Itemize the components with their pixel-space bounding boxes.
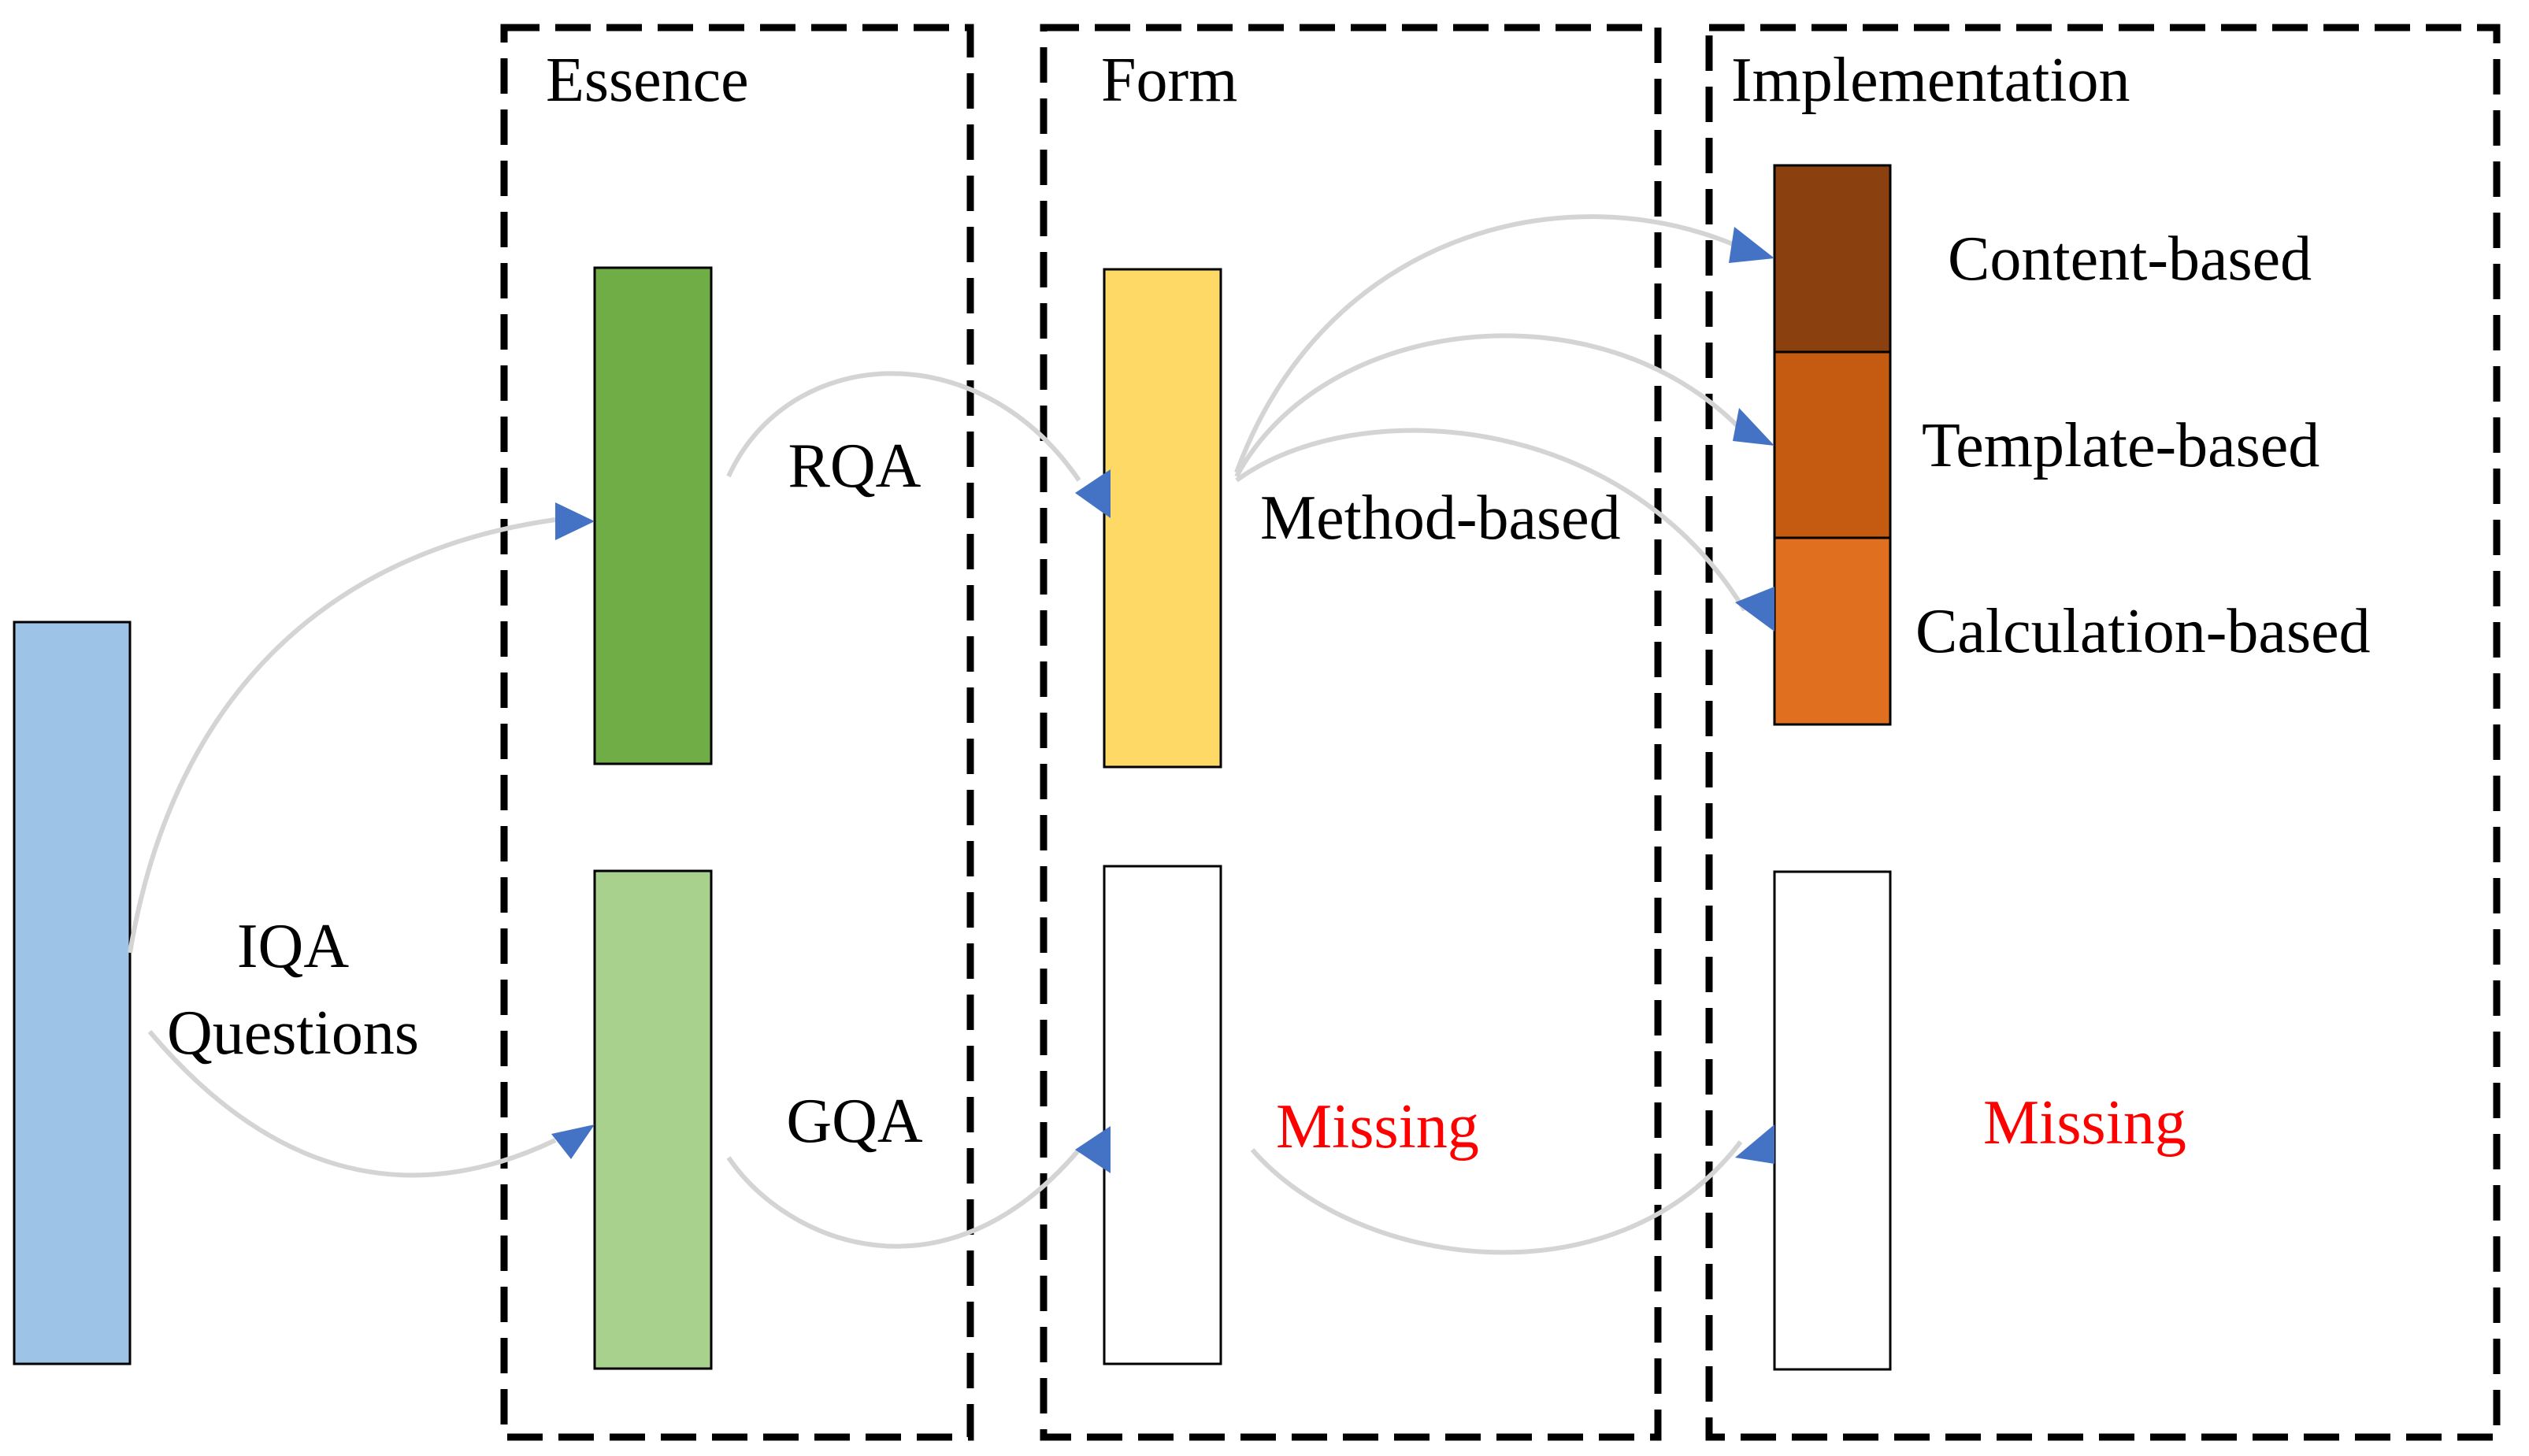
- form-panel: [1040, 24, 1662, 1441]
- implementation-panel: [1705, 24, 2501, 1441]
- iqa-label: IQA: [237, 912, 349, 981]
- calculation-based-bar: [1773, 536, 1892, 726]
- gqa-to-form-missing-connector: [726, 1148, 1081, 1249]
- form-missing-bar: [1103, 865, 1222, 1365]
- arrowhead-form-missing-icon: [1075, 1126, 1111, 1173]
- essence-title: Essence: [546, 46, 749, 115]
- implementation-missing-bar: [1773, 870, 1892, 1371]
- implementation-title: Implementation: [1731, 46, 2130, 115]
- gqa-bar: [593, 869, 713, 1370]
- iqa-to-gqa-connector: [147, 1030, 557, 1178]
- method-to-calculation-connector: [1235, 428, 1747, 612]
- arrowhead-method-icon: [1075, 469, 1111, 518]
- content-based-label: Content-based: [1948, 224, 2312, 294]
- questions-label: Questions: [167, 998, 419, 1068]
- iqa-questions-bar: [13, 621, 132, 1365]
- form-missing-to-implementation-missing-connector: [1250, 1140, 1743, 1255]
- iqa-to-rqa-connector: [128, 517, 556, 954]
- implementation-missing-label: Missing: [1983, 1088, 2186, 1158]
- arrowhead-template-icon: [1733, 408, 1774, 446]
- arrowhead-implementation-missing-icon: [1735, 1124, 1774, 1164]
- calculation-based-label: Calculation-based: [1915, 597, 2371, 666]
- template-based-label: Template-based: [1922, 411, 2319, 480]
- gqa-label: GQA: [786, 1087, 923, 1156]
- template-based-bar: [1773, 350, 1892, 539]
- content-based-bar: [1773, 164, 1892, 354]
- method-to-template-connector: [1234, 333, 1743, 478]
- arrowhead-content-icon: [1729, 227, 1774, 263]
- rqa-bar: [593, 266, 713, 765]
- form-missing-label: Missing: [1276, 1092, 1479, 1161]
- method-to-content-connector: [1234, 214, 1734, 474]
- method-based-bar: [1103, 268, 1222, 769]
- rqa-label: RQA: [788, 432, 921, 501]
- arrowhead-gqa-icon: [551, 1124, 595, 1159]
- essence-panel: [500, 24, 974, 1441]
- form-title: Form: [1101, 46, 1237, 115]
- rqa-to-method-connector: [726, 371, 1081, 482]
- arrowhead-calculation-icon: [1735, 587, 1774, 632]
- arrowhead-rqa-icon: [555, 502, 595, 540]
- method-based-label: Method-based: [1260, 483, 1621, 553]
